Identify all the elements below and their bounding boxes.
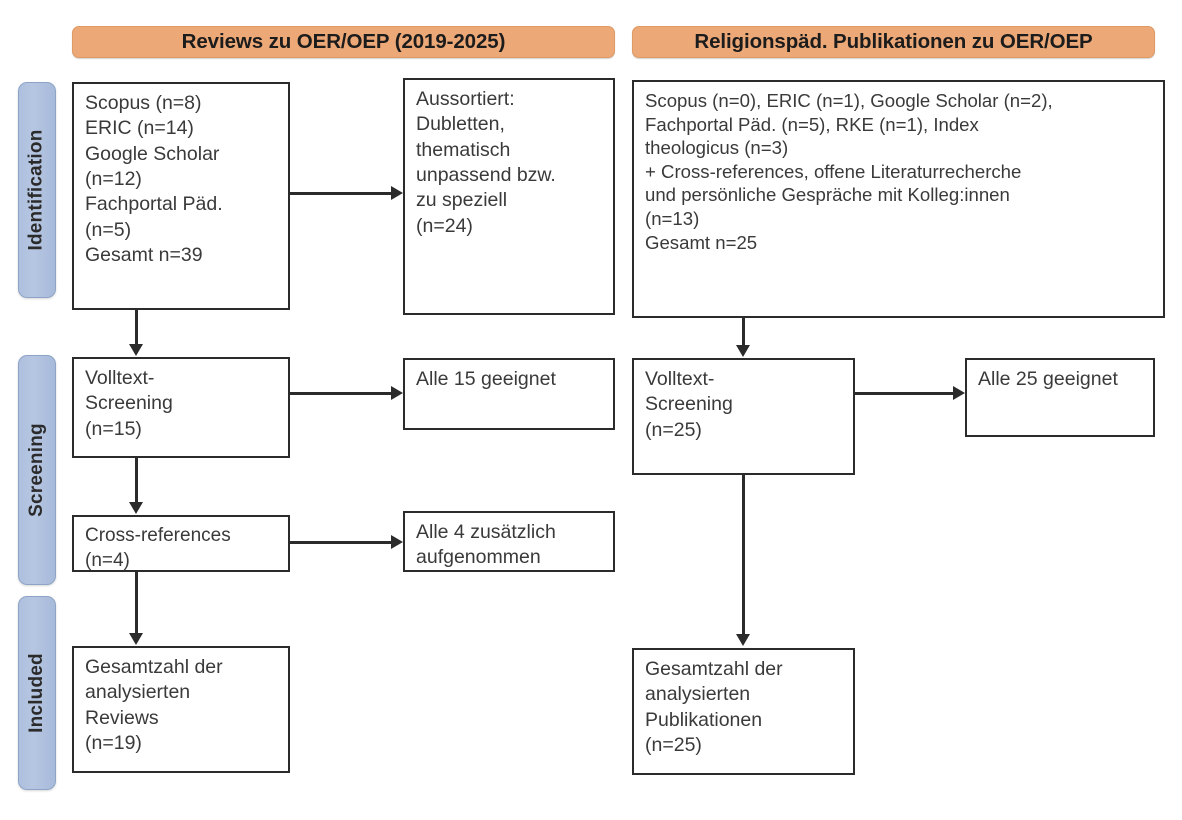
- box-left-screening: Volltext- Screening (n=15): [72, 357, 290, 458]
- column-header-reviews: Reviews zu OER/OEP (2019-2025): [72, 26, 615, 58]
- arrowhead-right-identification-to-screening: [736, 345, 750, 357]
- connector-left-screening-to-result: [290, 392, 393, 395]
- stage-tab-screening-label: Screening: [26, 423, 48, 517]
- stage-tab-identification: Identification: [18, 82, 56, 298]
- box-right-identification: Scopus (n=0), ERIC (n=1), Google Scholar…: [632, 80, 1165, 318]
- arrowhead-left-screening-to-result: [391, 386, 403, 400]
- arrowhead-left-crossrefs-to-result: [391, 535, 403, 549]
- box-left-crossrefs-result: Alle 4 zusätzlich aufgenommen: [403, 511, 615, 572]
- box-left-crossrefs: Cross-references (n=4): [72, 515, 290, 572]
- box-right-included: Gesamtzahl der analysierten Publikatione…: [632, 648, 855, 775]
- box-left-excluded: Aussortiert: Dubletten, thematisch unpas…: [403, 78, 615, 315]
- stage-tab-identification-label: Identification: [26, 129, 47, 251]
- arrowhead-left-identification-to-excluded: [391, 186, 403, 200]
- arrowhead-left-identification-to-screening: [129, 344, 143, 356]
- box-left-included: Gesamtzahl der analysierten Reviews (n=1…: [72, 646, 290, 773]
- box-left-screening-result: Alle 15 geeignet: [403, 358, 615, 430]
- arrowhead-right-screening-to-included: [736, 634, 750, 646]
- box-left-identification: Scopus (n=8) ERIC (n=14) Google Scholar …: [72, 82, 290, 310]
- arrowhead-right-screening-to-result: [953, 386, 965, 400]
- box-right-screening: Volltext- Screening (n=25): [632, 358, 855, 475]
- arrowhead-left-screening-to-crossrefs: [129, 502, 143, 514]
- connector-right-screening-to-result: [855, 392, 955, 395]
- connector-right-identification-to-screening: [742, 318, 745, 346]
- connector-left-identification-to-excluded: [290, 192, 393, 195]
- connector-left-crossrefs-to-result: [290, 541, 393, 544]
- connector-left-identification-to-screening: [135, 310, 138, 345]
- connector-right-screening-to-included: [742, 475, 745, 635]
- connector-left-screening-to-crossrefs: [135, 458, 138, 503]
- stage-tab-included: Included: [18, 596, 56, 790]
- box-right-screening-result: Alle 25 geeignet: [965, 358, 1155, 437]
- column-header-religionspaed: Religionspäd. Publikationen zu OER/OEP: [632, 26, 1155, 58]
- connector-left-crossrefs-to-included: [135, 572, 138, 634]
- stage-tab-included-label: Included: [26, 653, 47, 733]
- arrowhead-left-crossrefs-to-included: [129, 633, 143, 645]
- stage-tab-screening: Screening: [18, 355, 56, 585]
